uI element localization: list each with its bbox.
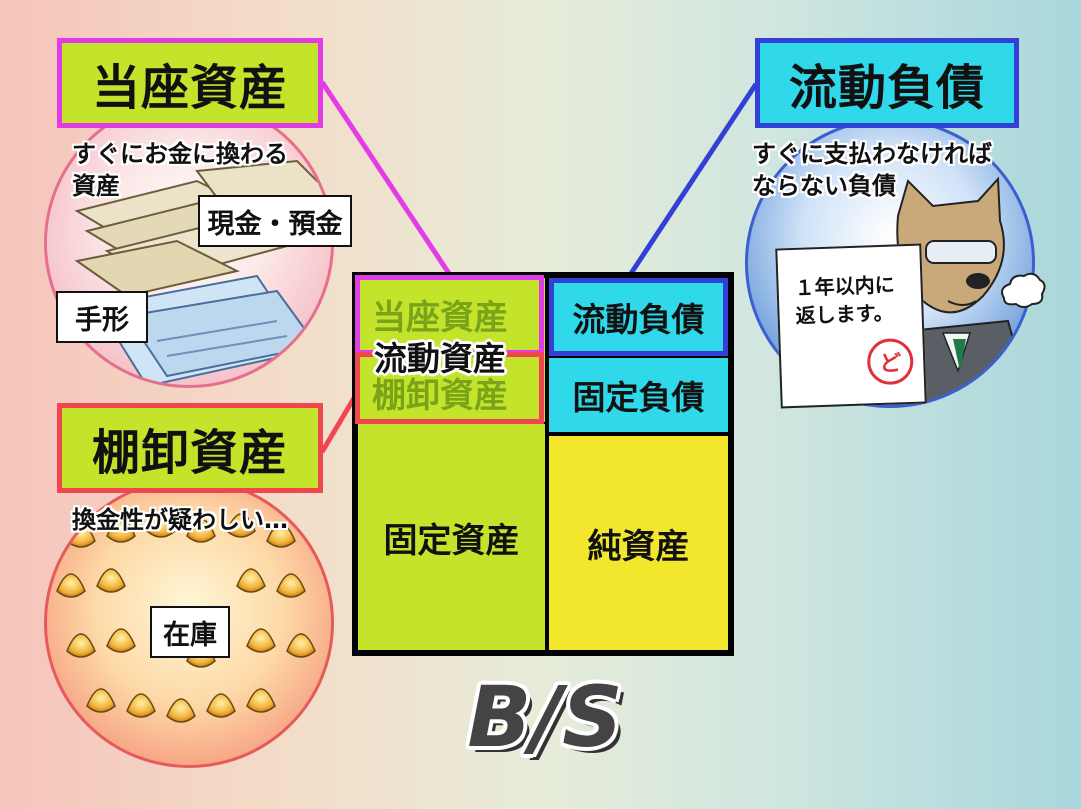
- bs-current-assets-label: 流動資産: [374, 339, 506, 378]
- inventory-title: 棚卸資産: [57, 403, 323, 493]
- bs-fixed-assets: 固定資産: [358, 424, 545, 650]
- sigh-puff-icon: [1001, 272, 1046, 308]
- quick-assets-description-2: 資産: [72, 172, 120, 200]
- quick-assets-description-1: すぐにお金に換わる: [72, 140, 288, 168]
- bs-current-liabilities: 流動負債: [549, 278, 728, 356]
- quick-assets-title: 当座資産: [57, 38, 323, 128]
- current-liabilities-title: 流動負債: [755, 38, 1019, 128]
- stamp-text: ど: [878, 351, 902, 378]
- bs-inventory-frame: [355, 352, 544, 424]
- bs-title: B/S: [467, 668, 623, 766]
- note-text-2: 返します。: [795, 300, 894, 328]
- current-liabilities-description-2: ならない負債: [752, 172, 896, 200]
- bills-label: 手形: [56, 291, 148, 343]
- bs-quick-assets-label: 当座資産: [372, 298, 508, 338]
- current-liabilities-description-1: すぐに支払わなければ: [752, 140, 992, 168]
- seal-stamp-icon: ど: [866, 337, 915, 386]
- bs-net-assets: 純資産: [549, 436, 728, 650]
- bs-inventory: [358, 358, 545, 422]
- bs-fixed-liabilities: 固定負債: [549, 358, 728, 432]
- inventory-description: 換金性が疑わしい…: [72, 506, 288, 534]
- bs-quick-assets: [358, 278, 545, 358]
- cash-deposits-label: 現金・預金: [198, 195, 352, 247]
- note-paper: １年以内に 返します。 ど: [775, 243, 927, 409]
- stock-label: 在庫: [150, 606, 230, 658]
- bs-inventory-label: 棚卸資産: [372, 376, 508, 416]
